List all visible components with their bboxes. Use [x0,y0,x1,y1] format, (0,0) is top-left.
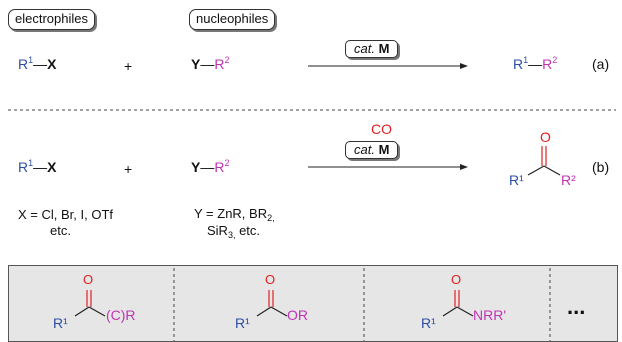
reaction-b-plus: + [124,161,133,177]
ketone-structure [74,290,106,317]
ester-r1: R¹ [235,315,250,331]
amide-group: NRR' [473,307,507,323]
reaction-b-co-reagent: CO [371,121,392,137]
panel-dividers [173,268,551,341]
reaction-a-catalyst-box: cat. M [345,40,399,58]
ketone-group: (C)R [106,307,136,323]
reaction-a-plus: + [124,58,133,74]
reaction-b-product-oxygen: O [540,129,551,145]
electrophiles-label: electrophiles [8,9,95,30]
amide-r1: R¹ [421,315,436,331]
reaction-a-tag: (a) [592,56,610,72]
reaction-b-ketone-structure [527,146,561,176]
x-definition-line1: X = Cl, Br, I, OTf [18,207,113,222]
reaction-b-product-r1: R¹ [509,172,524,188]
product-classes-panel: O R¹ (C)R O R¹ OR O R¹ NRR' ... [8,265,618,342]
amide-structure [442,290,474,317]
ketone-r1: R¹ [53,315,68,331]
reaction-a-arrow [308,63,468,69]
y-definition-line1: Y = ZnR, BR2, [194,206,275,223]
ester-oxygen: O [265,272,276,287]
ester-structure [256,290,288,317]
reaction-b-nucleophile: Y—R2 [191,158,230,176]
reaction-b-product-r2: R² [561,172,576,188]
reaction-b-catalyst-box: cat. M [345,141,399,159]
reaction-b-arrow [308,164,468,170]
nucleophiles-label: nucleophiles [189,9,276,30]
reaction-b-tag: (b) [592,159,610,175]
more-ellipsis: ... [567,294,586,319]
reaction-a-product: R1—R2 [513,55,558,73]
reaction-b-electrophile: R1—X [18,158,57,176]
amide-oxygen: O [451,272,462,287]
ketone-oxygen: O [83,272,94,287]
section-divider [8,109,616,111]
ester-group: OR [287,307,308,323]
reaction-a-electrophile: R1—X [18,55,57,73]
x-definition-line2: etc. [50,223,71,238]
y-definition-line2: SiR3, etc. [207,223,261,240]
reaction-a-nucleophile: Y—R2 [191,55,230,73]
